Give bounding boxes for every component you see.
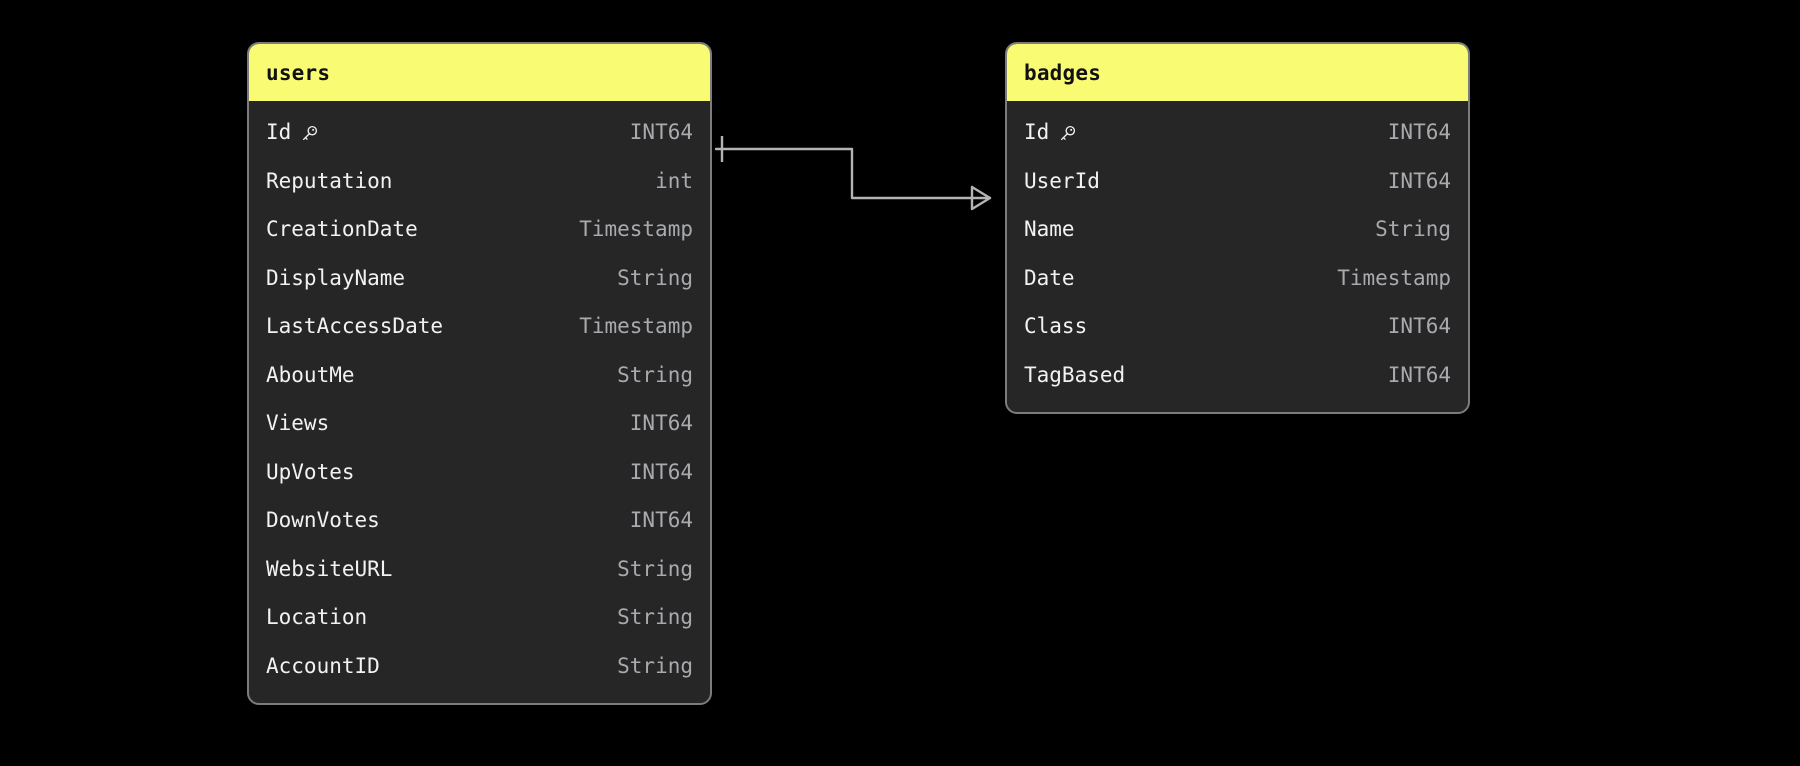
key-icon bbox=[1058, 124, 1077, 143]
field-type: INT64 bbox=[1387, 120, 1451, 145]
field-row[interactable]: Views INT64 bbox=[249, 399, 710, 448]
field-name: Date bbox=[1024, 266, 1075, 290]
field-label: AboutMe bbox=[266, 362, 355, 387]
field-row[interactable]: WebsiteURL String bbox=[249, 545, 710, 594]
field-label: DisplayName bbox=[266, 265, 406, 290]
field-label: DownVotes bbox=[266, 508, 380, 533]
field-name: WebsiteURL bbox=[266, 557, 392, 581]
field-row[interactable]: Reputation int bbox=[249, 157, 710, 206]
field-type: Timestamp bbox=[579, 314, 693, 339]
field-name: Class bbox=[1024, 314, 1087, 338]
field-row[interactable]: LastAccessDate Timestamp bbox=[249, 302, 710, 351]
field-name: DisplayName bbox=[266, 266, 405, 290]
field-type: String bbox=[1375, 217, 1451, 242]
field-label: AccountID bbox=[266, 653, 380, 678]
field-name: Name bbox=[1024, 217, 1075, 241]
cardinality-many-marker bbox=[970, 185, 992, 211]
entity-title-users[interactable]: users bbox=[249, 44, 710, 101]
field-label: Views bbox=[266, 411, 330, 436]
field-label: Class bbox=[1024, 314, 1088, 339]
field-label: Id bbox=[1024, 120, 1050, 145]
field-name: DownVotes bbox=[266, 508, 380, 532]
field-label: Date bbox=[1024, 265, 1075, 290]
field-type: String bbox=[617, 605, 693, 630]
field-label: Id bbox=[266, 120, 292, 145]
field-type: String bbox=[617, 362, 693, 387]
field-row[interactable]: AboutMe String bbox=[249, 351, 710, 400]
field-label: Reputation bbox=[266, 168, 393, 193]
field-type: INT64 bbox=[629, 508, 693, 533]
field-name: CreationDate bbox=[266, 217, 418, 241]
field-row[interactable]: TagBased INT64 bbox=[1007, 351, 1468, 400]
field-row[interactable]: AccountID String bbox=[249, 642, 710, 691]
field-type: INT64 bbox=[629, 120, 693, 145]
entity-title-badges[interactable]: badges bbox=[1007, 44, 1468, 101]
field-row[interactable]: DisplayName String bbox=[249, 254, 710, 303]
field-label: LastAccessDate bbox=[266, 314, 444, 339]
field-name: Id bbox=[1024, 120, 1077, 144]
field-row[interactable]: Class INT64 bbox=[1007, 302, 1468, 351]
field-row[interactable]: Id INT64 bbox=[1007, 108, 1468, 157]
field-name: AccountID bbox=[266, 654, 380, 678]
field-type: INT64 bbox=[1387, 168, 1451, 193]
field-row[interactable]: UserId INT64 bbox=[1007, 157, 1468, 206]
relationship-users-badges[interactable] bbox=[714, 136, 992, 211]
field-type: String bbox=[617, 265, 693, 290]
field-label: Name bbox=[1024, 217, 1075, 242]
field-type: Timestamp bbox=[1337, 265, 1451, 290]
field-name: Location bbox=[266, 605, 367, 629]
field-name: Reputation bbox=[266, 169, 392, 193]
field-label: UserId bbox=[1024, 168, 1100, 193]
field-row[interactable]: UpVotes INT64 bbox=[249, 448, 710, 497]
field-label: WebsiteURL bbox=[266, 556, 393, 581]
key-icon bbox=[300, 124, 319, 143]
field-type: Timestamp bbox=[579, 217, 693, 242]
field-name: TagBased bbox=[1024, 363, 1125, 387]
field-row[interactable]: CreationDate Timestamp bbox=[249, 205, 710, 254]
field-name: UserId bbox=[1024, 169, 1100, 193]
field-row[interactable]: Name String bbox=[1007, 205, 1468, 254]
field-name: AboutMe bbox=[266, 363, 355, 387]
field-type: String bbox=[617, 556, 693, 581]
field-name: Id bbox=[266, 120, 319, 144]
field-row[interactable]: DownVotes INT64 bbox=[249, 496, 710, 545]
field-type: INT64 bbox=[1387, 362, 1451, 387]
field-type: INT64 bbox=[629, 459, 693, 484]
field-label: CreationDate bbox=[266, 217, 418, 242]
field-row[interactable]: Date Timestamp bbox=[1007, 254, 1468, 303]
relationship-line bbox=[714, 147, 992, 200]
field-name: Views bbox=[266, 411, 329, 435]
field-label: UpVotes bbox=[266, 459, 355, 484]
field-type: INT64 bbox=[629, 411, 693, 436]
field-row[interactable]: Location String bbox=[249, 593, 710, 642]
field-label: TagBased bbox=[1024, 362, 1126, 387]
field-label: Location bbox=[266, 605, 368, 630]
field-type: int bbox=[655, 168, 693, 193]
field-row[interactable]: Id INT64 bbox=[249, 108, 710, 157]
field-name: UpVotes bbox=[266, 460, 355, 484]
field-type: String bbox=[617, 653, 693, 678]
field-type: INT64 bbox=[1387, 314, 1451, 339]
field-name: LastAccessDate bbox=[266, 314, 443, 338]
